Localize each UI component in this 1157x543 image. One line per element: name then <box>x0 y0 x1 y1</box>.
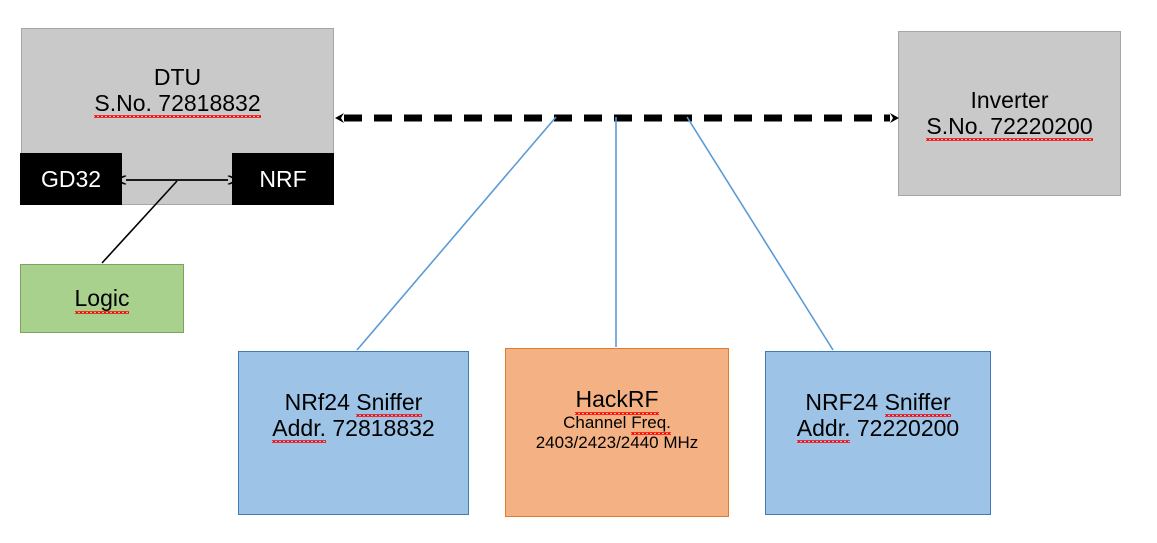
node-logic[interactable]: Logic <box>20 264 184 333</box>
node-hackrf[interactable]: HackRF Channel Freq. 2403/2423/2440 MHz <box>505 348 729 517</box>
node-gd32[interactable]: GD32 <box>20 153 122 205</box>
node-inverter-title: Inverter <box>970 86 1049 113</box>
node-hackrf-frequencies: 2403/2423/2440 MHz <box>535 432 699 452</box>
node-sniffer-right-title: NRF24 Sniffer <box>805 388 951 418</box>
node-inverter[interactable]: Inverter S.No. 72220200 <box>898 31 1121 196</box>
node-gd32-label: GD32 <box>40 165 102 192</box>
node-logic-label: Logic <box>74 285 130 314</box>
connector-sniffer-left-tap <box>356 116 557 351</box>
node-sniffer-left[interactable]: NRf24 Sniffer Addr. 72818832 <box>238 351 469 515</box>
node-sniffer-right-addr: Addr. 72220200 <box>796 415 960 444</box>
node-sniffer-left-addr: Addr. 72818832 <box>272 415 435 444</box>
spellcheck-squiggle: Addr. <box>272 415 326 444</box>
node-hackrf-title: HackRF <box>575 386 659 416</box>
node-dtu-title: DTU <box>153 63 202 90</box>
node-inverter-serial: S.No. 72220200 <box>926 112 1093 141</box>
spellcheck-squiggle: Sniffer <box>356 388 423 418</box>
node-sniffer-right[interactable]: NRF24 Sniffer Addr. 72220200 <box>765 351 991 515</box>
node-hackrf-channel-label: Channel Freq. <box>563 412 671 435</box>
node-sniffer-left-title: NRf24 Sniffer <box>284 388 423 418</box>
connector-sniffer-right-tap <box>686 116 834 351</box>
spellcheck-squiggle: Logic <box>74 285 130 314</box>
spellcheck-squiggle: S.No. 72220200 <box>926 112 1093 141</box>
spellcheck-squiggle: HackRF <box>575 386 659 416</box>
spellcheck-squiggle: Sniffer <box>884 388 951 418</box>
spellcheck-squiggle: Freq. <box>631 412 671 435</box>
spellcheck-squiggle: Addr. <box>796 415 851 444</box>
node-nrf[interactable]: NRF <box>232 153 334 205</box>
node-dtu-serial: S.No. 72818832 <box>94 89 261 118</box>
spellcheck-squiggle: S.No. 72818832 <box>94 89 261 118</box>
node-nrf-label: NRF <box>259 165 307 192</box>
